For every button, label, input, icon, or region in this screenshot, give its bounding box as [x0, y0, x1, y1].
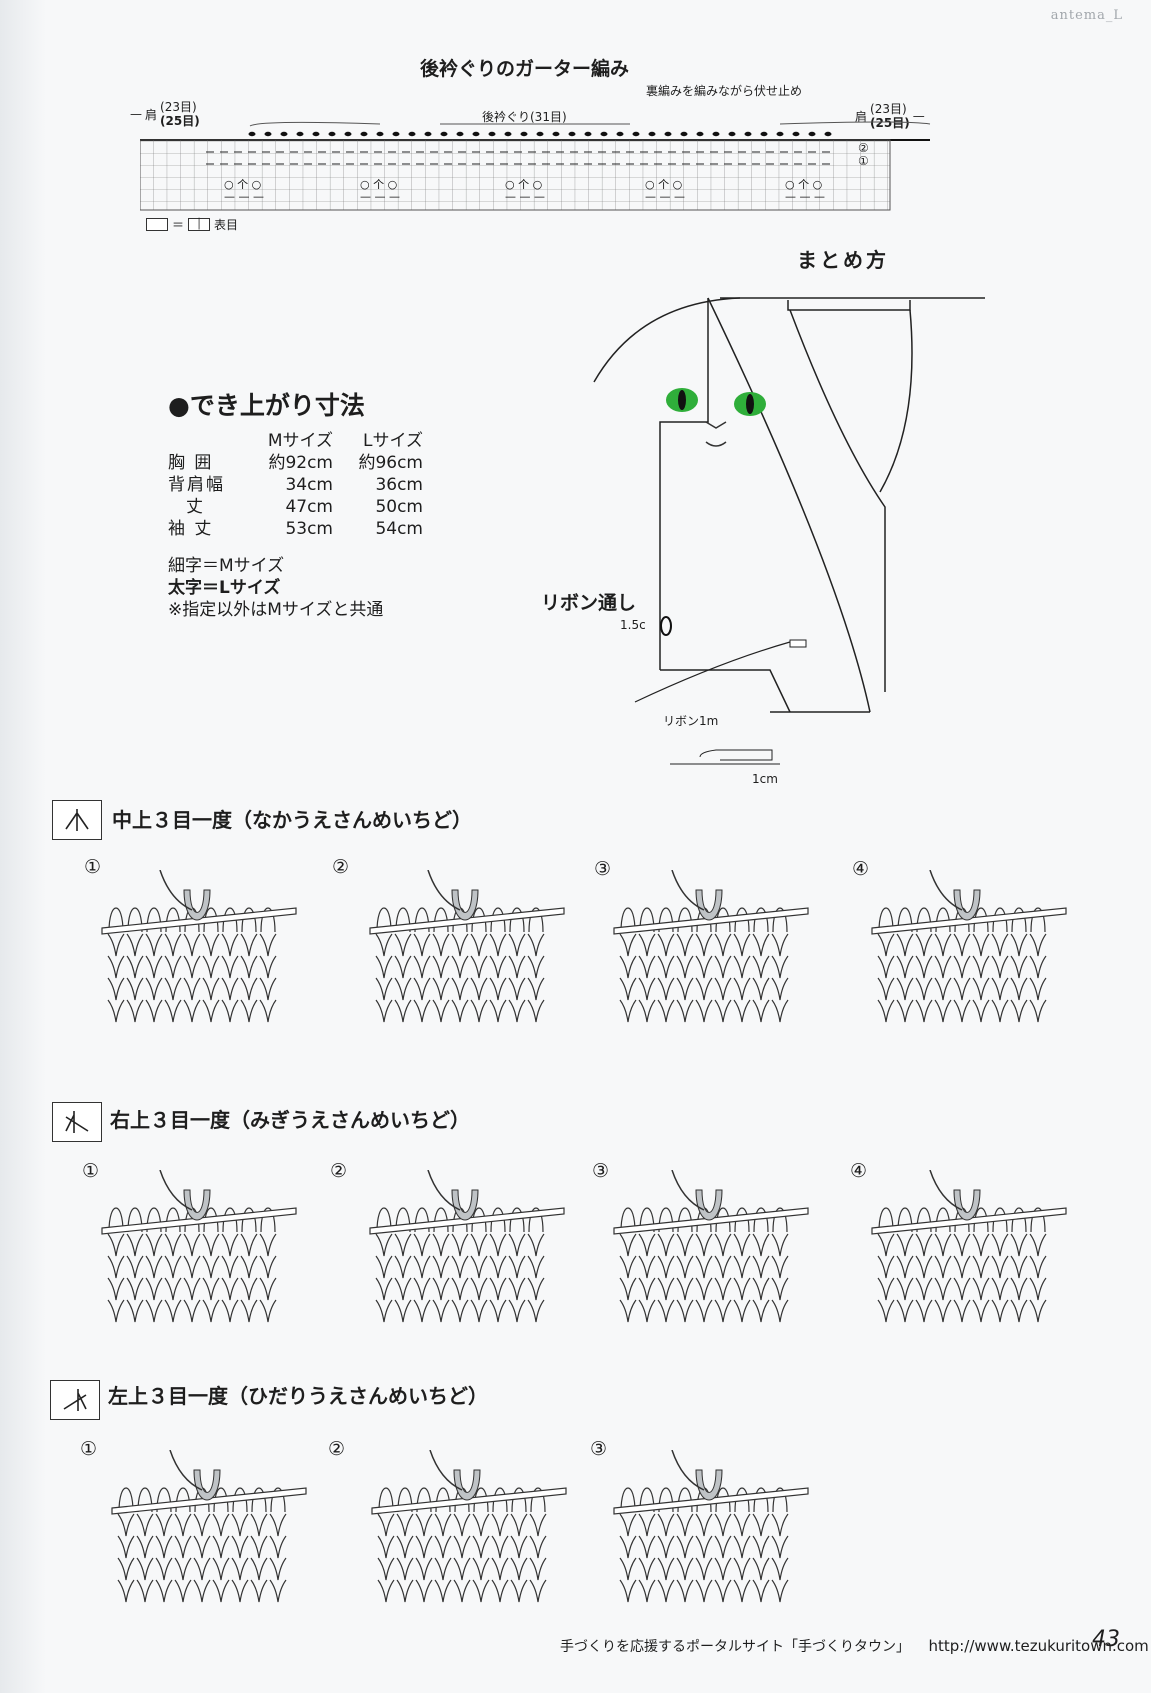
svg-text:— — —: — — — — [785, 190, 825, 203]
svg-text:— — —: — — — — [224, 190, 264, 203]
row-marker-2: ② — [858, 141, 869, 155]
note-l: 太字＝Lサイズ — [168, 578, 281, 598]
knitting-step-illustration — [371, 1450, 567, 1603]
legend-text: 表目 — [214, 218, 239, 232]
svg-text:— — —: — — — — [360, 190, 400, 203]
right-shoulder-m: (23目) — [870, 102, 907, 116]
footer: 手づくりを応援するポータルサイト「手づくりタウン」 http://www.tez… — [560, 1636, 1149, 1656]
knitting-step-illustration — [871, 1170, 1067, 1323]
finishing-title: まとめ方 — [797, 248, 889, 272]
page-gutter-shadow — [0, 0, 46, 1693]
svg-text:○ 个 ○: ○ 个 ○ — [645, 178, 682, 191]
dimensions-row: 丈 47cm 50cm — [168, 496, 423, 518]
knitting-step-illustration — [369, 870, 565, 1023]
col-l: Lサイズ — [363, 431, 423, 451]
left-shoulder-m: (23目) — [160, 100, 197, 114]
note-m: 細字＝Mサイズ — [168, 556, 285, 576]
finishing-diagram — [593, 297, 985, 765]
knitting-step-illustration — [613, 1170, 809, 1323]
step-number: ① — [82, 1160, 100, 1182]
knitting-step-illustration — [871, 870, 1067, 1023]
legend-empty-cell — [146, 218, 168, 231]
svg-text:— — —: — — — — [645, 190, 685, 203]
note-common: ※指定以外はMサイズと共通 — [168, 600, 384, 620]
step-number: ② — [332, 856, 350, 878]
size-notes: 細字＝Mサイズ 太字＝Lサイズ ※指定以外はMサイズと共通 — [168, 555, 383, 621]
knitting-step-illustration — [369, 1170, 565, 1323]
row-m: 47cm — [285, 497, 333, 517]
step-number: ④ — [852, 858, 870, 880]
dimensions-row: 胸 囲 約92cm 約96cm — [168, 452, 423, 474]
row-markers: ② ① — [858, 142, 869, 168]
row-label: 胸 囲 — [168, 453, 214, 473]
row-m: 約92cm — [268, 453, 333, 473]
knitting-step-illustration — [101, 1170, 297, 1323]
watermark: antema_L — [1050, 8, 1123, 23]
footer-text: 手づくりを応援するポータルサイト「手づくりタウン」 — [560, 1639, 910, 1655]
knitting-step-illustration — [613, 870, 809, 1023]
right-shoulder-l: (25目) — [870, 116, 910, 130]
svg-text:○ 个 ○: ○ 个 ○ — [224, 178, 261, 191]
section-title: 中上３目一度（なかうえさんめいちど） — [112, 808, 472, 832]
row-m: 34cm — [285, 475, 333, 495]
knitting-step-illustration — [613, 1450, 809, 1603]
page-number: 43 — [1092, 1627, 1120, 1652]
neck-center-label: 後衿ぐり(31目) — [482, 110, 567, 124]
ribbon-threading-label: リボン通し — [541, 592, 637, 614]
garter-chart-grid: ○ 个 ○ ○ 个 ○ ○ 个 ○ ○ 个 ○ ○ 个 ○ — — — — — — — —… — [140, 121, 931, 211]
center-decrease-symbol-icon — [52, 800, 102, 840]
row-l: 50cm — [375, 497, 423, 517]
row-label: 丈 — [186, 497, 205, 517]
row-m: 53cm — [285, 519, 333, 539]
step-number: ③ — [590, 1438, 608, 1460]
dimensions-row: 袖 丈 53cm 54cm — [168, 518, 423, 540]
svg-text:○ 个 ○: ○ 个 ○ — [505, 178, 542, 191]
knitting-step-illustration — [101, 870, 297, 1023]
cat-face-icon — [666, 388, 766, 447]
footer-url[interactable]: http://www.tezukuritown.com — [928, 1637, 1149, 1655]
right-shoulder-label: 肩 (23目) (25目) — — [855, 102, 925, 130]
measure-1cm: 1cm — [752, 772, 778, 786]
purl-bindoff-note: 裏編みを編みながら伏せ止め — [646, 84, 803, 98]
right-decrease-symbol-icon — [52, 1102, 102, 1142]
dimensions-row: 背肩幅 34cm 36cm — [168, 474, 423, 496]
svg-text:○ 个 ○: ○ 个 ○ — [360, 178, 397, 191]
left-shoulder-label: —肩 (23目) (25目) — [130, 100, 200, 128]
dimensions-table: Mサイズ Lサイズ 胸 囲 約92cm 約96cm 背肩幅 34cm 36cm … — [168, 430, 423, 540]
chart-legend: ＝ │ 表目 — [146, 216, 238, 233]
right-shoulder-word: 肩 — [855, 109, 868, 124]
svg-text:— — —: — — — — [505, 190, 545, 203]
row-label: 袖 丈 — [168, 519, 214, 539]
step-number: ③ — [594, 858, 612, 880]
step-number: ① — [84, 856, 102, 878]
step-number: ③ — [592, 1160, 610, 1182]
step-number: ② — [328, 1438, 346, 1460]
ribbon-eyelet — [660, 616, 672, 636]
left-shoulder-word: 肩 — [145, 107, 158, 122]
svg-text:○ 个 ○: ○ 个 ○ — [785, 178, 822, 191]
dimensions-title: ●でき上がり寸法 — [168, 391, 365, 420]
chart-title: 後衿ぐりのガーター編み — [420, 58, 630, 80]
left-decrease-symbol-icon — [50, 1380, 100, 1420]
row-l: 約96cm — [358, 453, 423, 473]
measure-1-5: 1.5c — [620, 618, 646, 632]
legend-knit-cell: │ — [188, 218, 211, 231]
row-l: 54cm — [375, 519, 423, 539]
row-marker-1: ① — [858, 154, 869, 168]
step-number: ① — [80, 1438, 98, 1460]
step-number: ④ — [850, 1160, 868, 1182]
left-shoulder-l: (25目) — [160, 114, 200, 128]
knitting-step-illustration — [111, 1450, 307, 1603]
row-label: 背肩幅 — [168, 475, 225, 495]
dimensions-header: Mサイズ Lサイズ — [168, 430, 423, 452]
row-l: 36cm — [375, 475, 423, 495]
col-m: Mサイズ — [267, 431, 333, 451]
step-number: ② — [330, 1160, 348, 1182]
ribbon-length-label: リボン1m — [663, 714, 719, 728]
section-title: 右上３目一度（みぎうえさんめいちど） — [110, 1108, 470, 1132]
section-title: 左上３目一度（ひだりうえさんめいちど） — [108, 1384, 488, 1408]
